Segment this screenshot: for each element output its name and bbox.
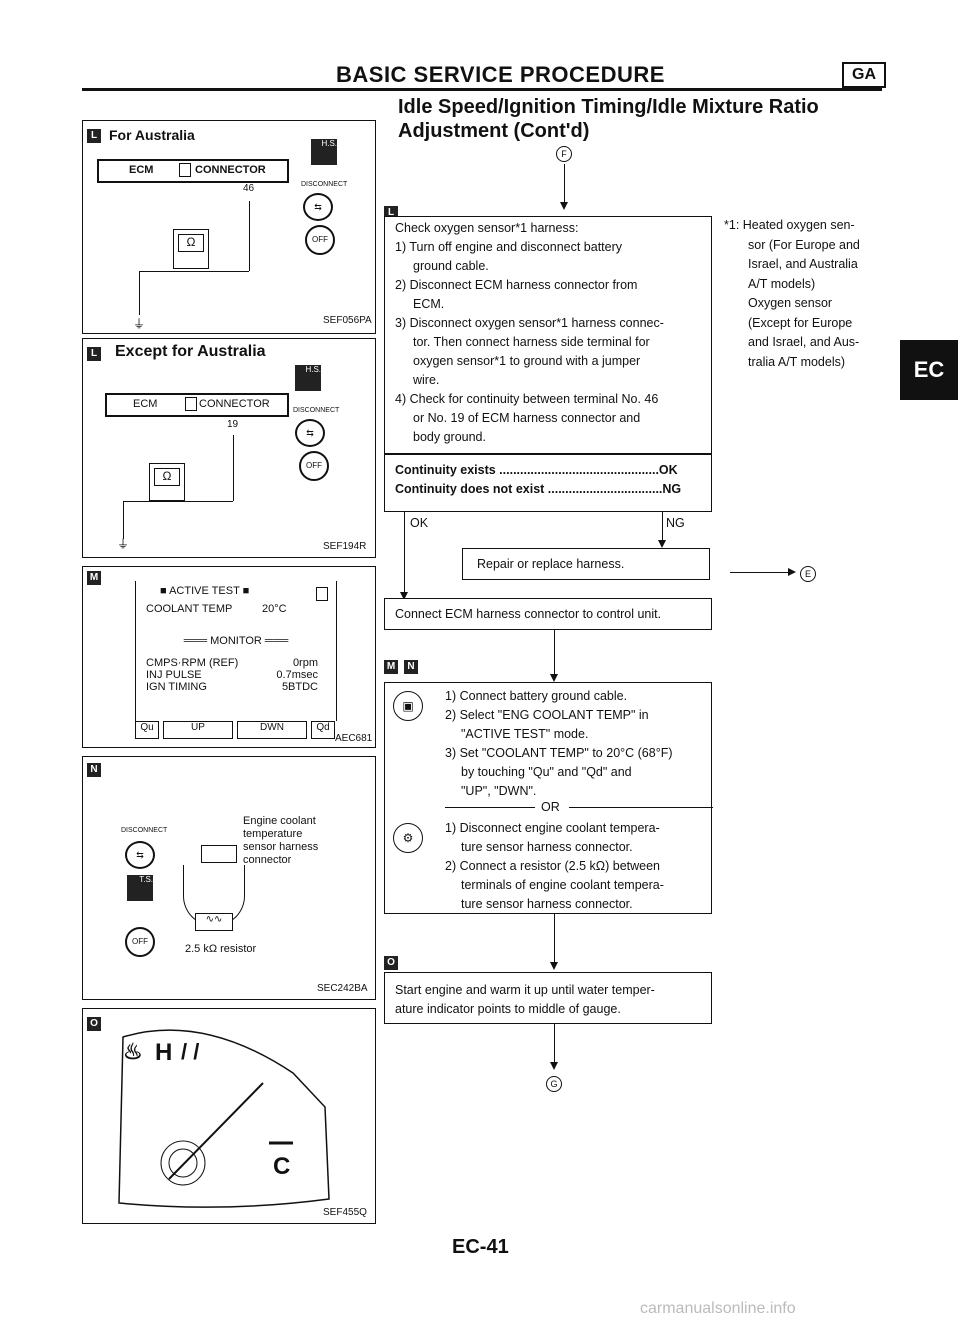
section-badge: GA xyxy=(842,62,886,88)
disconnect-label: DISCONNECT xyxy=(301,181,348,188)
flow-step-n: N xyxy=(404,660,418,674)
flow-step-m: M xyxy=(384,660,398,674)
watermark: carmanualsonline.info xyxy=(640,1300,796,1317)
ok-label: OK xyxy=(410,516,429,530)
ng-label: NG xyxy=(666,516,685,530)
sensor-label: Engine coolant temperature sensor harnes… xyxy=(243,815,319,866)
ecm-connector-label-except: ECM CONNECTOR xyxy=(105,393,289,417)
figure-except-australia: L Except for Australia ECM CONNECTOR 19 … xyxy=(82,338,376,558)
up-button[interactable]: UP xyxy=(163,721,233,739)
monitor-label: ═══ MONITOR ═══ xyxy=(183,635,289,647)
temperature-gauge xyxy=(118,1029,330,1208)
marker-g: G xyxy=(546,1076,562,1092)
screen-box-icon xyxy=(316,587,328,601)
figure-code-resistor: SEC242BA xyxy=(317,983,368,994)
terminal-number: 46 xyxy=(243,183,255,194)
consult-buttons: Qu UP DWN Qd xyxy=(135,721,335,739)
warm-engine-box: Start engine and warm it up until water … xyxy=(384,972,712,1024)
figure-code: SEF056PA xyxy=(323,315,372,326)
continuity-result-box: Continuity exists ......................… xyxy=(384,454,712,512)
figure-australia: L For Australia ECM CONNECTOR 46 DISCONN… xyxy=(82,120,376,334)
disconnect-label-except: DISCONNECT xyxy=(293,407,340,414)
active-test-label: ■ ACTIVE TEST ■ xyxy=(160,585,250,597)
consult-steps: 1) Connect battery ground cable. 2) Sele… xyxy=(445,689,673,798)
resistor-label: 2.5 kΩ resistor xyxy=(185,943,257,955)
ground-icon-except: ⏚ xyxy=(117,537,130,551)
hs-icon-except: H.S. xyxy=(295,365,321,391)
consult-screen: ■ ACTIVE TEST ■ COOLANT TEMP 20°C ═══ MO… xyxy=(135,581,337,721)
tools-icon: ⚙ xyxy=(393,823,423,853)
figure-code-monitor: AEC681 xyxy=(335,733,373,744)
qu-button[interactable]: Qu xyxy=(135,721,159,739)
step-l-marker-2: L xyxy=(87,347,101,361)
resistor-icon: ∿∿ xyxy=(195,913,233,931)
marker-f: F xyxy=(556,146,572,162)
temp-symbol-icon: ♨ xyxy=(123,1039,143,1064)
connector-icon-n: ⇆ xyxy=(125,841,155,869)
consult-icon: ▣ xyxy=(393,691,423,721)
ground-icon: ⏚ xyxy=(133,317,146,331)
figure-consult-monitor: M ■ ACTIVE TEST ■ COOLANT TEMP 20°C ═══ … xyxy=(82,566,376,748)
step-n-marker: N xyxy=(87,763,101,777)
step-l-marker: L xyxy=(87,129,101,143)
ohmmeter-icon: Ω xyxy=(173,229,209,269)
figure-code-except: SEF194R xyxy=(323,541,367,552)
or-label: OR xyxy=(541,800,560,814)
gauge-ticks: / / xyxy=(181,1039,200,1064)
connect-ecm-box: Connect ECM harness connector to control… xyxy=(384,598,712,630)
ignition-off-icon-except: OFF xyxy=(299,451,329,481)
header-rule xyxy=(82,88,882,91)
page-header-title: BASIC SERVICE PROCEDURE xyxy=(336,62,665,87)
connector-icon: ⇆ xyxy=(303,193,333,221)
section-title-line2: Adjustment (Cont'd) xyxy=(398,120,590,142)
check-harness-box: Check oxygen sensor*1 harness: 1) Turn o… xyxy=(384,216,712,454)
sensor-note: *1: Heated oxygen sen- sor (For Europe a… xyxy=(724,218,860,369)
marker-e: E xyxy=(800,566,816,582)
sensor-connector-icon xyxy=(201,845,237,863)
step-m-marker: M xyxy=(87,571,101,585)
section-title-line1: Idle Speed/Ignition Timing/Idle Mixture … xyxy=(398,96,819,118)
flow-step-o: O xyxy=(384,956,398,970)
ignition-off-icon: OFF xyxy=(305,225,335,255)
ecm-connector-label: ECM CONNECTOR xyxy=(97,159,289,183)
coolant-temp-procedure-box: ▣ 1) Connect battery ground cable. 2) Se… xyxy=(384,682,713,914)
page-number: EC-41 xyxy=(452,1236,509,1258)
connector-icon-except: ⇆ xyxy=(295,419,325,447)
ignition-off-icon-n: OFF xyxy=(125,927,155,957)
gauge-cold-label: C xyxy=(273,1153,291,1180)
step-o-marker: O xyxy=(87,1017,101,1031)
ohmmeter-icon-except: Ω xyxy=(149,463,185,501)
qd-button[interactable]: Qd xyxy=(311,721,335,739)
gauge-hot-label: H xyxy=(155,1039,173,1066)
coolant-temp-label: COOLANT TEMP xyxy=(146,603,233,615)
ec-section-tab[interactable]: EC xyxy=(900,340,958,400)
ts-icon: T.S. xyxy=(127,875,153,901)
figure-heading: For Australia xyxy=(109,127,195,143)
figure-heading-except: Except for Australia xyxy=(115,343,266,360)
alt-steps: 1) Disconnect engine coolant tempera- tu… xyxy=(445,821,664,911)
hs-icon: H.S. xyxy=(311,139,337,165)
coolant-temp-value: 20°C xyxy=(262,603,287,615)
dwn-button[interactable]: DWN xyxy=(237,721,307,739)
figure-code-gauge: SEF455Q xyxy=(323,1207,367,1218)
repair-harness-box: Repair or replace harness. xyxy=(462,548,710,580)
figure-resistor: N DISCONNECT ⇆ T.S. OFF Engine coolant t… xyxy=(82,756,376,1000)
terminal-number-except: 19 xyxy=(227,419,239,430)
figure-gauge: O ♨ H / / C SEF455Q xyxy=(82,1008,376,1224)
disconnect-label-n: DISCONNECT xyxy=(121,827,168,834)
